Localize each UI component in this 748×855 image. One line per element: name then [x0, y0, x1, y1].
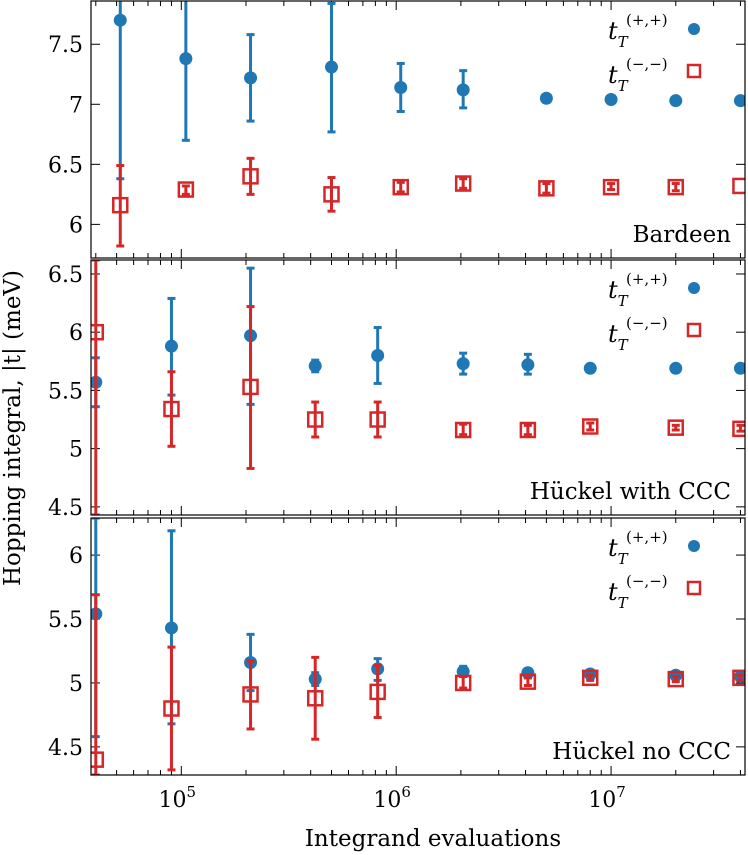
data-point [456, 357, 470, 371]
y-tick-label: 4.5 [48, 496, 83, 521]
x-tick-label: 107 [588, 783, 626, 813]
data-point [454, 674, 472, 692]
y-tick-label: 4.5 [48, 736, 83, 761]
data-point [306, 690, 324, 707]
data-point [242, 378, 259, 396]
data-point [454, 175, 472, 192]
data-point [394, 80, 408, 94]
x-tick-label: 106 [373, 783, 411, 813]
data-point [732, 420, 745, 438]
legend-label-minus: tT(−,−) [608, 314, 668, 354]
data-point [112, 196, 129, 214]
data-point [91, 751, 105, 768]
data-point [581, 418, 599, 435]
data-point [521, 358, 535, 372]
legend-label-plus: tT(+,+) [608, 270, 668, 310]
data-point [308, 359, 322, 373]
data-point [91, 323, 105, 341]
y-tick-label: 5.5 [48, 608, 83, 633]
data-point [177, 181, 195, 198]
data-point [163, 700, 180, 717]
legend-label-minus: tT(−,−) [608, 572, 668, 612]
data-point [667, 670, 685, 688]
data-point [581, 669, 599, 687]
legend-label-plus: tT(+,+) [608, 11, 668, 51]
y-tick-label: 5 [69, 438, 83, 463]
legend-marker-minus [686, 63, 702, 79]
legend-label-minus: tT(−,−) [608, 55, 668, 95]
data-point [732, 177, 745, 195]
data-point [519, 673, 537, 690]
data-point [732, 669, 745, 687]
data-point [371, 348, 385, 362]
legend-marker-plus [688, 540, 700, 552]
panel-title: Hückel with CCC [530, 479, 731, 505]
panel-frame [90, 0, 746, 259]
legend-marker-plus [688, 282, 700, 294]
y-tick-label: 6 [69, 321, 83, 346]
series-group [91, 260, 745, 515]
series-group [91, 518, 745, 775]
data-point [456, 664, 470, 678]
data-point [242, 686, 259, 703]
figure-ylabel: Hopping integral, |t| (meV) [0, 270, 26, 586]
y-tick-label: 6 [69, 213, 83, 238]
data-point [604, 92, 618, 106]
y-tick-label: 7 [69, 93, 83, 118]
data-point [306, 411, 324, 428]
data-point [583, 361, 597, 375]
y-tick-label: 6.5 [48, 263, 83, 288]
data-point [369, 411, 386, 428]
data-point [667, 419, 685, 436]
legend-marker-plus [688, 23, 700, 35]
y-tick-label: 5.5 [48, 379, 83, 404]
legend-label-plus: tT(+,+) [608, 528, 668, 568]
data-point [538, 180, 555, 197]
legend-marker-minus [686, 580, 702, 596]
data-point [244, 71, 258, 85]
legend-marker-minus [686, 322, 702, 338]
data-point [242, 168, 259, 185]
y-tick-label: 6.5 [48, 153, 83, 178]
data-point [602, 178, 620, 196]
x-tick-label: 105 [159, 783, 197, 813]
panel-title: Hückel no CCC [552, 739, 731, 765]
panel-frame [90, 517, 746, 776]
data-point [179, 52, 193, 66]
data-point [733, 94, 745, 108]
data-point [454, 421, 472, 439]
data-point [521, 666, 535, 680]
panel-frame [90, 259, 746, 516]
data-point [324, 60, 338, 74]
data-point [667, 178, 685, 196]
data-point [733, 361, 745, 375]
data-point [164, 621, 178, 635]
data-point [163, 400, 180, 418]
data-point [323, 186, 340, 203]
y-tick-label: 5 [69, 672, 83, 697]
data-point [456, 83, 470, 97]
data-point [369, 683, 386, 701]
data-point [539, 91, 553, 105]
panel-title: Bardeen [633, 222, 732, 248]
data-point [519, 421, 537, 439]
data-point [669, 94, 683, 108]
data-point [113, 13, 127, 27]
data-point [392, 178, 409, 196]
figure-xlabel: Integrand evaluations [305, 826, 561, 852]
series-group [112, 1, 745, 248]
y-tick-label: 6 [69, 544, 83, 569]
data-point [669, 361, 683, 375]
y-tick-label: 7.5 [48, 33, 83, 58]
data-point [164, 339, 178, 353]
